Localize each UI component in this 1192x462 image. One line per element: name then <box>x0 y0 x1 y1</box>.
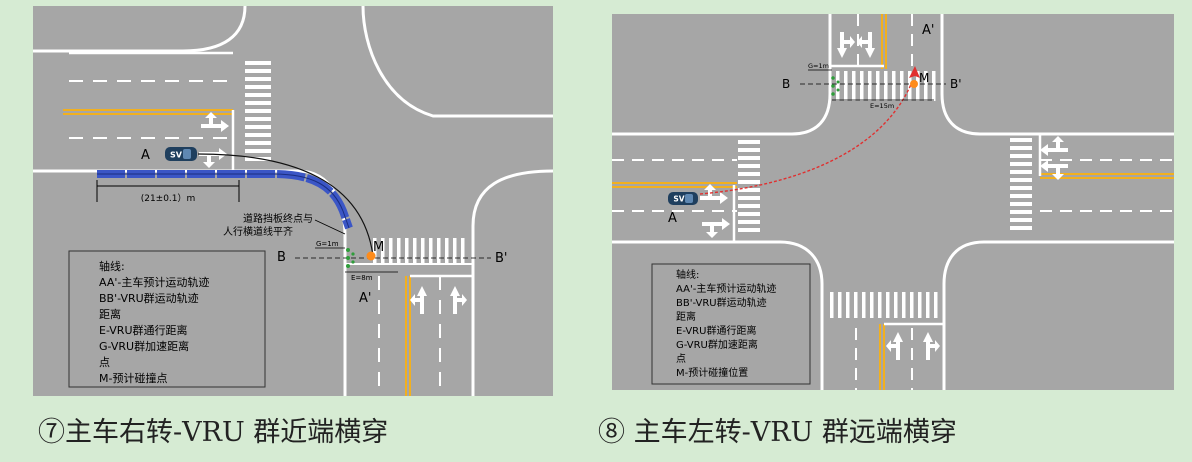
lane-arrow-straight-left-icon <box>410 286 427 314</box>
road-barrier-outline <box>97 173 350 229</box>
point-m-label: M <box>919 71 929 85</box>
legend-line: BB'-VRU群运动轨迹 <box>676 296 767 309</box>
legend-line: AA'-主车预计运动轨迹 <box>99 275 209 289</box>
legend-line: E-VRU群通行距离 <box>676 324 756 337</box>
legend-line: 轴线: <box>676 268 699 281</box>
subject-vehicle: SV <box>668 192 698 205</box>
intersection-diagram-right-turn: (21±0.1）m SV A 道路挡板终点与 人行横道线平齐 B B' G=1m <box>33 6 553 396</box>
vehicle-trajectory-aa <box>699 81 913 195</box>
caption-right-turn: ⑦主车右转-VRU 群近端横穿 <box>38 417 389 448</box>
dim-e-label: E=8m <box>351 274 373 282</box>
point-a-prime-label: A' <box>359 291 371 306</box>
point-m-label: M <box>373 240 384 255</box>
lane-arrow-straight-left-icon <box>886 332 903 360</box>
lane-arrow-straight-left-icon <box>201 112 229 132</box>
annotation-leader <box>314 219 346 235</box>
curb-top-right <box>940 14 1174 136</box>
vru-group <box>346 248 355 268</box>
legend-line: 点 <box>676 353 686 365</box>
barrier-note-line2: 人行横道线平齐 <box>223 225 293 238</box>
barrier-length-label: (21±0.1）m <box>141 193 196 204</box>
curb-top-left <box>33 6 247 53</box>
legend-line: 距离 <box>99 307 121 321</box>
point-b-prime-label: B' <box>495 251 508 266</box>
curb-bottom-right <box>942 240 1174 390</box>
zebra-crossing-south <box>830 292 938 318</box>
point-a-label: A <box>668 211 677 226</box>
dim-g-label: G=1m <box>808 62 829 70</box>
vru-group <box>831 76 840 96</box>
dim-e-label: E=15m <box>870 102 894 110</box>
legend-box <box>651 263 811 385</box>
legend-line: G-VRU群加速距离 <box>676 338 758 351</box>
dim-g-label: G=1m <box>316 240 339 248</box>
lane-arrow-straight-right-icon <box>702 218 730 238</box>
point-b-label: B <box>782 77 790 91</box>
lane-arrow-straight-left-icon <box>837 32 855 58</box>
caption-left-turn: ⑧ 主车左转-VRU 群远端横穿 <box>598 417 957 448</box>
barrier-note-line1: 道路挡板终点与 <box>243 212 313 225</box>
curb-bottom-left <box>612 240 824 390</box>
legend-line: BB'-VRU群运动轨迹 <box>99 291 199 305</box>
point-a-label: A <box>141 148 150 163</box>
lane-arrow-straight-left-icon <box>700 184 728 204</box>
zebra-crossing-west <box>245 61 271 161</box>
point-b-label: B <box>277 250 286 265</box>
lane-arrow-straight-right-icon <box>450 286 467 314</box>
curb-bottom-right <box>471 169 553 396</box>
collision-point-m <box>910 80 918 88</box>
vehicle-label: SV <box>673 195 684 204</box>
panel-left-turn-far-crossing: SV A B B' A' G=1m E=15m <box>612 14 1174 390</box>
collision-point-m <box>366 251 376 261</box>
intersection-diagram-left-turn: SV A B B' A' G=1m E=15m <box>612 14 1174 390</box>
legend-line: M-预计碰撞点 <box>99 371 167 385</box>
legend-line: E-VRU群通行距离 <box>99 323 188 337</box>
lane-arrow-straight-right-icon <box>1040 160 1068 180</box>
curb-top-right <box>361 6 553 118</box>
legend-line: AA'-主车预计运动轨迹 <box>676 282 776 295</box>
legend-line: 点 <box>99 356 110 369</box>
legend-line: G-VRU群加速距离 <box>99 339 189 353</box>
point-a-prime-label: A' <box>922 23 934 38</box>
legend-line: M-预计碰撞位置 <box>676 366 748 379</box>
panel-right-turn-near-crossing: (21±0.1）m SV A 道路挡板终点与 人行横道线平齐 B B' G=1m <box>33 6 553 396</box>
lane-arrow-straight-right-icon <box>923 332 940 360</box>
subject-vehicle: SV <box>165 147 197 161</box>
vehicle-label: SV <box>170 151 183 160</box>
lane-arrow-straight-left-icon <box>1040 136 1068 156</box>
legend-line: 轴线: <box>99 259 125 273</box>
lane-arrow-straight-right-icon <box>857 32 875 58</box>
legend-box <box>68 250 266 388</box>
curb-top-left <box>612 14 832 136</box>
zebra-crossing-west <box>738 140 760 232</box>
vehicle-trajectory-aa <box>197 153 374 257</box>
zebra-crossing-east <box>1010 138 1032 230</box>
zebra-crossing-south <box>373 238 465 264</box>
legend-line: 距离 <box>676 310 696 323</box>
point-b-prime-label: B' <box>950 77 962 91</box>
